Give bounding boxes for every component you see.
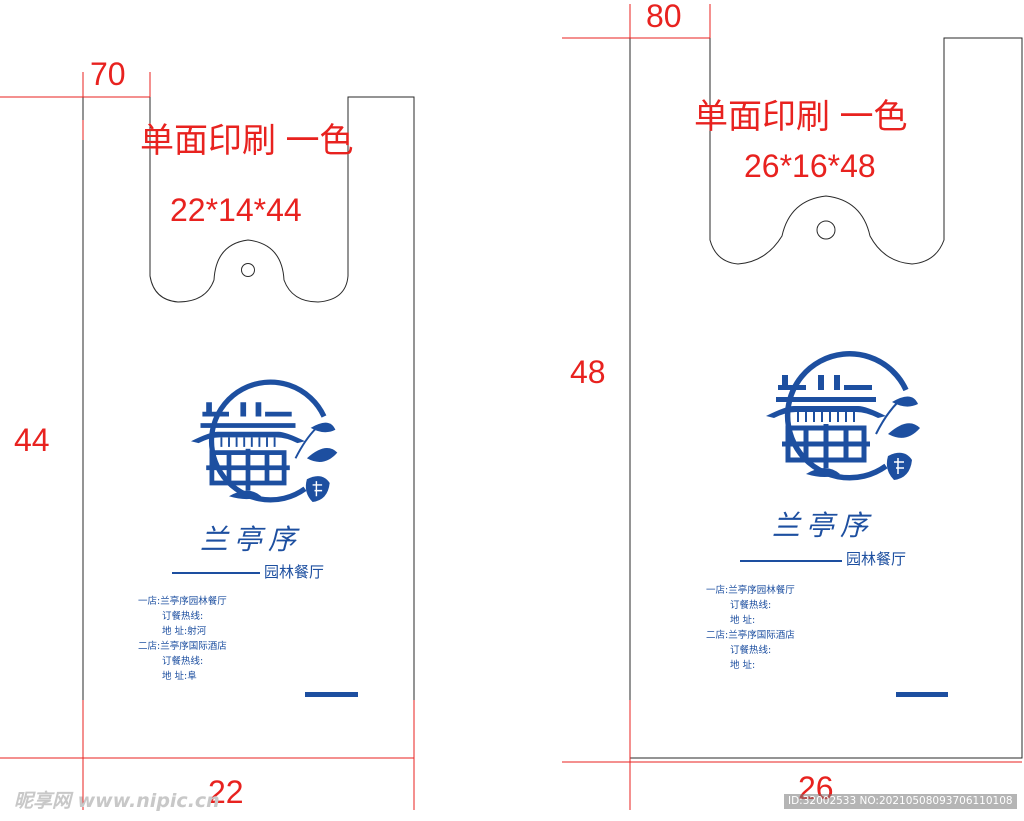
brand-name-small: 兰亭序 — [200, 523, 303, 556]
info-line: 地 址: — [730, 660, 756, 671]
brand-name-large: 兰亭序 — [772, 509, 875, 542]
bag-large-dimension-lines — [562, 4, 1022, 810]
info-line: 一店:兰亭序园林餐厅 — [138, 596, 227, 607]
dim-top-large: 80 — [646, 0, 682, 34]
info-block-large: 一店:兰亭序园林餐厅 订餐热线: 地 址: 二店:兰亭序国际酒店 订餐热线: 地… — [706, 583, 795, 673]
info-block-small: 一店:兰亭序园林餐厅 订餐热线: 地 址:射河 二店:兰亭序国际酒店 订餐热线:… — [138, 594, 227, 684]
bag-small-outline — [82, 96, 415, 759]
brand-underline-large — [740, 560, 842, 562]
brand-sub-large: 园林餐厅 — [846, 550, 907, 568]
info-line: 一店:兰亭序园林餐厅 — [706, 585, 795, 596]
dim-bottom-small: 22 — [208, 774, 244, 810]
info-line: 地 址:阜 — [162, 671, 197, 682]
brand-sub-small: 园林餐厅 — [264, 563, 325, 581]
brand-underline-small — [172, 572, 260, 574]
size-label-small: 22*14*44 — [170, 192, 302, 228]
dim-top-small: 70 — [90, 56, 126, 92]
print-note-large: 单面印刷 一色 — [694, 98, 908, 136]
info-line: 订餐热线: — [162, 656, 204, 667]
bag-small-dimension-lines — [0, 72, 415, 810]
info-line: 地 址:射河 — [162, 626, 207, 637]
blue-bar-small — [305, 692, 358, 697]
info-line: 二店:兰亭序国际酒店 — [706, 630, 795, 641]
watermark-left: 昵享网 www.nipic.cn — [14, 790, 220, 812]
info-line: 订餐热线: — [730, 645, 772, 656]
dim-side-small: 44 — [14, 422, 50, 458]
size-label-large: 26*16*48 — [744, 148, 876, 184]
print-note-small: 单面印刷 一色 — [140, 122, 354, 160]
logo-emblem-large — [766, 354, 920, 480]
info-line: 地 址: — [730, 615, 756, 626]
blue-bar-large — [896, 692, 948, 697]
bag-large-outline — [629, 37, 1023, 759]
info-line: 二店:兰亭序国际酒店 — [138, 641, 227, 652]
watermark-right: ID:32002533 NO:20210508093706110108 — [784, 794, 1017, 809]
logo-emblem-small — [191, 382, 337, 502]
dim-side-large: 48 — [570, 354, 606, 390]
info-line: 订餐热线: — [730, 600, 772, 611]
info-line: 订餐热线: — [162, 611, 204, 622]
